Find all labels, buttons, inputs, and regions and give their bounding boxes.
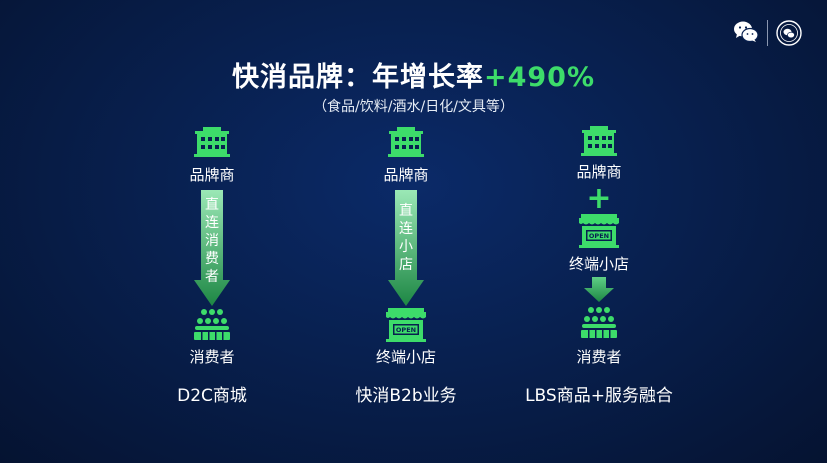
building-icon	[581, 126, 617, 156]
col3-top-label: 品牌商	[576, 163, 622, 181]
col1-caption: D2C商城	[177, 386, 247, 406]
col2-arrow-char-2: 连	[399, 221, 413, 237]
page-title: 快消品牌：年增长率+490%	[0, 55, 827, 94]
building-icon	[194, 127, 230, 157]
col1-arrow-char-2: 连	[205, 215, 219, 231]
seal-logo-icon	[776, 20, 802, 46]
col3-bottom-label: 消费者	[576, 348, 622, 366]
col2-arrow-text: 直 连 小 店	[388, 202, 424, 274]
title-main: 快消品牌：年增长率	[231, 62, 484, 93]
title-growth-rate: +490%	[483, 62, 596, 93]
open-store-icon: OPEN	[386, 308, 426, 342]
store-sign-text: OPEN	[396, 326, 416, 334]
col2-arrow-char-4: 店	[399, 257, 413, 273]
col3-middle-label: 终端小店	[568, 255, 630, 273]
col2-arrow-char-3: 小	[399, 239, 413, 255]
col1-arrow: 直 连 消 费 者	[194, 190, 230, 306]
store-sign-text: OPEN	[589, 232, 609, 240]
col1-top-label: 品牌商	[189, 166, 235, 184]
col3-short-arrow	[584, 277, 614, 302]
col3-caption: LBS商品+服务融合	[525, 386, 673, 406]
col1-bottom-label: 消费者	[189, 348, 235, 366]
corner-divider	[767, 20, 768, 46]
building-icon	[388, 127, 424, 157]
col1-arrow-char-5: 者	[205, 269, 219, 285]
col2-arrow-char-1: 直	[399, 203, 413, 219]
col1-arrow-text: 直 连 消 费 者	[194, 196, 230, 286]
col1-arrow-char-4: 费	[205, 251, 219, 267]
page-subtitle: （食品/饮料/酒水/日化/文具等）	[313, 99, 514, 115]
people-crowd-icon	[194, 309, 230, 340]
plus-sign: +	[586, 181, 612, 216]
col1-arrow-char-3: 消	[205, 233, 219, 249]
people-crowd-icon	[581, 307, 617, 338]
col1-arrow-char-1: 直	[205, 197, 219, 213]
col2-arrow: 直 连 小 店	[388, 190, 424, 306]
col2-caption: 快消B2b业务	[355, 386, 457, 406]
col2-top-label: 品牌商	[383, 166, 429, 184]
col2-bottom-label: 终端小店	[375, 348, 437, 366]
open-store-icon: OPEN	[579, 214, 619, 248]
wechat-icon	[734, 21, 759, 43]
